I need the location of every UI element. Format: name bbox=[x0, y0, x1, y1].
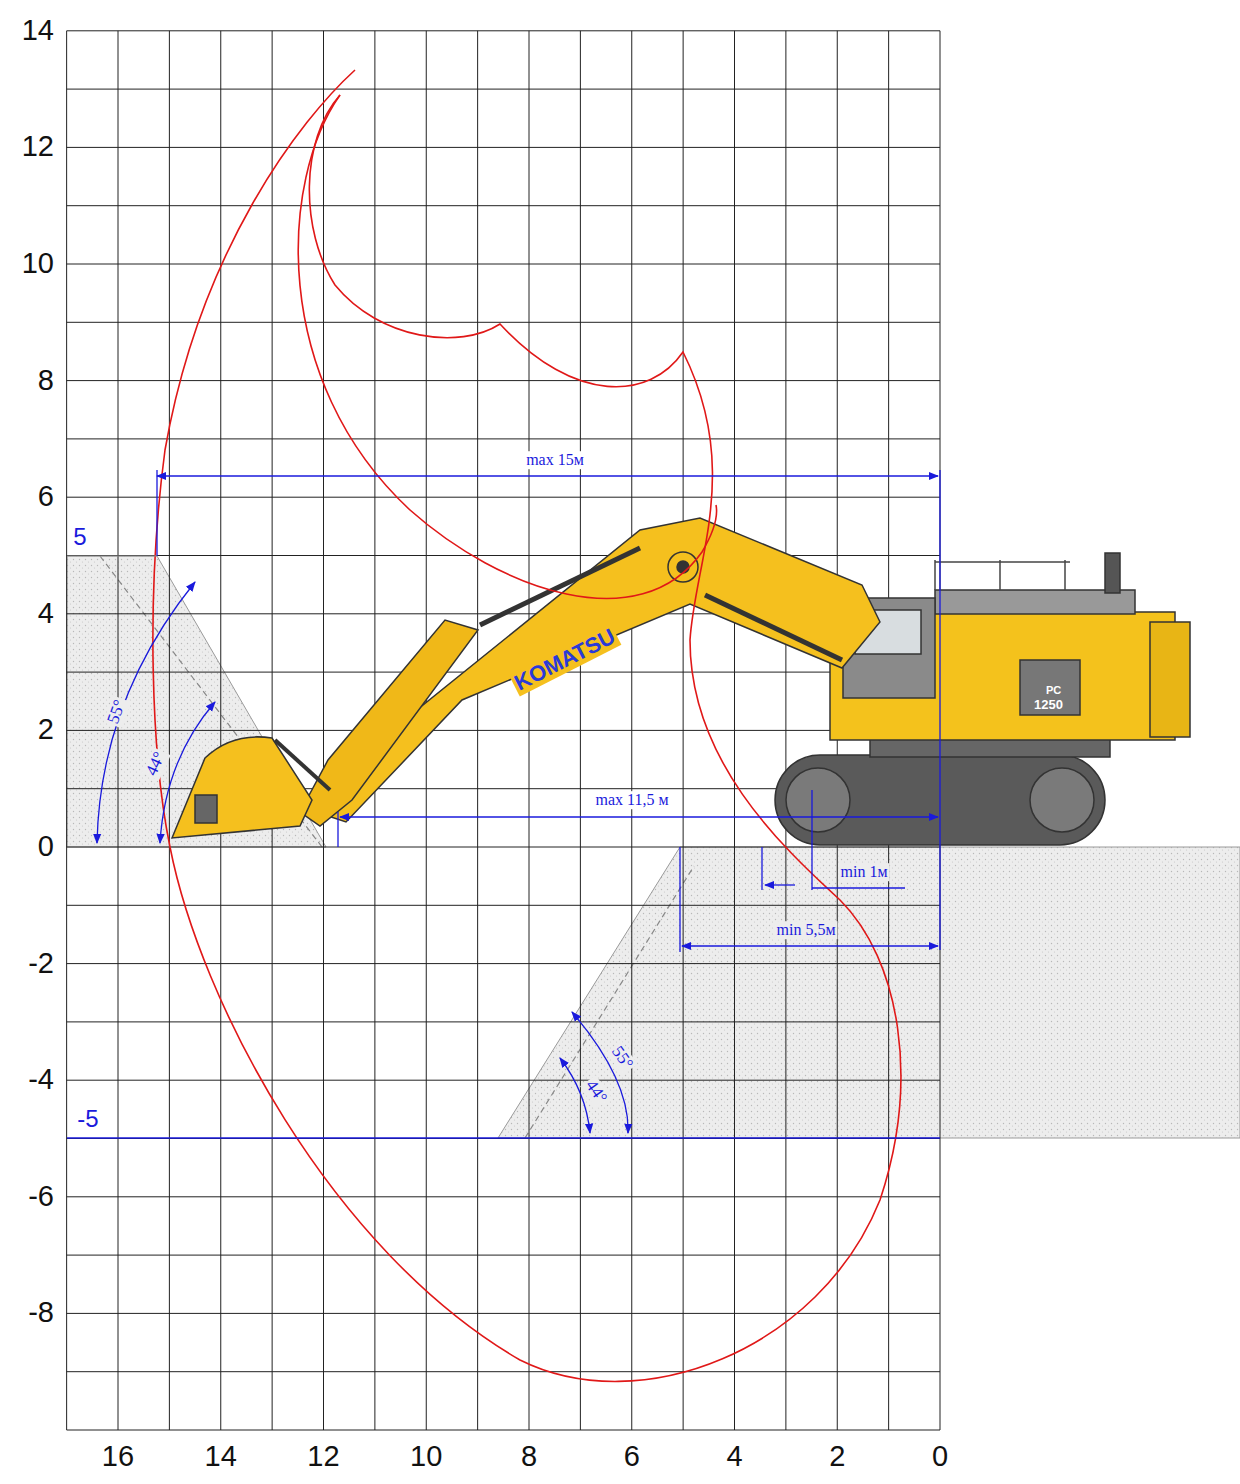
upper-bench bbox=[67, 556, 326, 847]
grid-line bbox=[67, 147, 940, 148]
model-number: PC bbox=[1044, 684, 1063, 696]
dimension-label: min 1м bbox=[838, 863, 889, 881]
grid-line bbox=[67, 847, 940, 848]
grid-line bbox=[67, 438, 940, 439]
level-mark: 5 bbox=[71, 524, 88, 550]
bucket-trajectory bbox=[298, 95, 716, 598]
brand-name: KOMATSU bbox=[509, 623, 621, 696]
axis-number: -4 bbox=[26, 1064, 56, 1096]
axis-number: 10 bbox=[20, 248, 56, 280]
level-mark: -5 bbox=[75, 1106, 100, 1132]
excavator bbox=[172, 518, 1190, 845]
lower-bench bbox=[498, 847, 1240, 1138]
grid-line bbox=[67, 1021, 940, 1022]
axis-number: 8 bbox=[519, 1441, 539, 1473]
grid-line bbox=[67, 555, 940, 556]
angle-label: 44° bbox=[142, 747, 171, 780]
grid-line bbox=[940, 31, 941, 1430]
dimension-label: max 15м bbox=[524, 451, 586, 469]
axis-number: 0 bbox=[930, 1441, 950, 1473]
grid-line bbox=[67, 1080, 940, 1081]
axis-number: -6 bbox=[26, 1181, 56, 1213]
axis-number: 14 bbox=[203, 1441, 239, 1473]
axis-number: 6 bbox=[36, 481, 56, 513]
angle-label: 44° bbox=[580, 1075, 611, 1109]
axis-number: -8 bbox=[26, 1297, 56, 1329]
axis-number: 6 bbox=[622, 1441, 642, 1473]
grid-line bbox=[67, 1255, 940, 1256]
grid-line bbox=[67, 380, 940, 381]
dimension-lines bbox=[67, 470, 940, 1138]
grid-line bbox=[67, 1313, 940, 1314]
grid-line bbox=[67, 1371, 940, 1372]
grid-line bbox=[67, 1430, 940, 1431]
grid-line bbox=[67, 497, 940, 498]
grid-line bbox=[67, 89, 940, 90]
grid bbox=[67, 31, 940, 1430]
slope-44-line bbox=[100, 556, 322, 847]
axis-number: 0 bbox=[36, 831, 56, 863]
axis-number: 2 bbox=[36, 714, 56, 746]
axis-number: 4 bbox=[36, 598, 56, 630]
grid-line bbox=[67, 264, 940, 265]
grid-line bbox=[67, 730, 940, 731]
grid-line bbox=[67, 905, 940, 906]
grid-line bbox=[67, 963, 940, 964]
angle-label: 55° bbox=[606, 1041, 637, 1075]
digging-envelope bbox=[153, 70, 901, 1381]
axis-number: 10 bbox=[408, 1441, 444, 1473]
axis-number: 2 bbox=[827, 1441, 847, 1473]
dimension-label: min 5,5м bbox=[774, 921, 837, 939]
grid-line bbox=[67, 1138, 940, 1139]
axis-number: 4 bbox=[724, 1441, 744, 1473]
angle-label: 55° bbox=[103, 696, 130, 729]
slope-44-line bbox=[525, 866, 694, 1138]
grid-line bbox=[67, 1196, 940, 1197]
axis-number: 14 bbox=[20, 15, 56, 47]
axis-number: -2 bbox=[26, 948, 56, 980]
axis-number: 12 bbox=[305, 1441, 341, 1473]
model-number: 1250 bbox=[1032, 698, 1065, 712]
grid-line bbox=[67, 205, 940, 206]
dimension-label: max 11,5 м bbox=[593, 791, 670, 809]
axis-number: 16 bbox=[100, 1441, 136, 1473]
grid-line bbox=[67, 30, 940, 31]
axis-number: 12 bbox=[20, 131, 56, 163]
axis-number: 8 bbox=[36, 365, 56, 397]
